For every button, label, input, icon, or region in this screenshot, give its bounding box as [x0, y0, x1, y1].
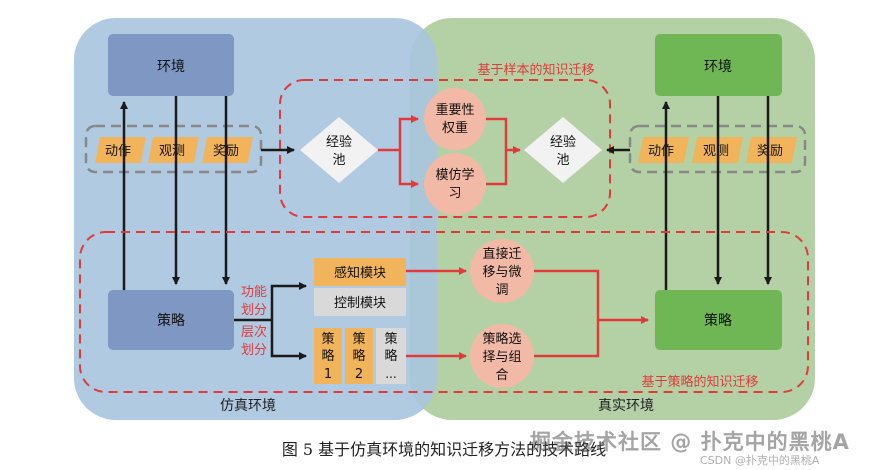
imitation-line2: 习: [448, 186, 461, 201]
sub1-line3: 1: [324, 367, 332, 382]
left-reward-tag: [202, 137, 253, 163]
real-env-label: 真实环境: [598, 398, 654, 414]
left-pool-line1: 经验: [326, 134, 352, 150]
direct-transfer-node: [470, 239, 534, 303]
left-policy-box: [108, 290, 234, 350]
right-pool-line1: 经验: [550, 134, 576, 150]
watermark-csdn: CSDN @扑克中的黑桃A: [700, 454, 820, 467]
left-policy-label: 策略: [157, 312, 185, 329]
importance-line2: 权重: [442, 120, 468, 136]
select-line1: 策略选: [482, 331, 521, 347]
policy-branch-arrows: [406, 267, 649, 360]
control-label: 控制模块: [334, 296, 386, 311]
sub1-line1: 策: [321, 331, 334, 347]
left-experience-pool: [300, 117, 378, 183]
sim-env-label: 仿真环境: [220, 398, 276, 414]
sub3-line3: ...: [385, 367, 396, 381]
hier-split-line1: 层次: [241, 324, 267, 340]
imitation-line1: 模仿学: [435, 167, 474, 183]
imitation-learning-node: [424, 153, 486, 215]
sub-policy-1: [314, 328, 342, 384]
sub2-line3: 2: [355, 367, 363, 382]
sub1-line2: 略: [321, 348, 334, 364]
sub-policy-more: [376, 328, 406, 384]
right-action-label: 动作: [648, 144, 674, 159]
right-policy-box: [655, 290, 782, 350]
sub2-line2: 略: [352, 348, 365, 364]
sample-branch-arrows: [378, 115, 521, 188]
sub3-line2: 略: [384, 348, 397, 364]
left-loop-arrows: [120, 96, 230, 290]
right-experience-pool: [524, 117, 602, 183]
sub-policy-2: [345, 328, 373, 384]
right-loop-arrows: [662, 96, 772, 290]
policy-split-arrows: [234, 282, 307, 360]
direct-line2: 移与微: [482, 265, 521, 280]
perception-label: 感知模块: [334, 265, 386, 281]
hier-split-line2: 划分: [241, 343, 267, 358]
policy-transfer-title: 基于策略的知识迁移: [641, 374, 758, 390]
right-env-box: [655, 34, 782, 96]
func-split-line2: 划分: [241, 303, 267, 318]
importance-line1: 重要性: [435, 102, 474, 118]
left-action-label: 动作: [105, 144, 131, 159]
right-pool-line2: 池: [556, 153, 569, 168]
right-reward-label: 奖励: [757, 144, 783, 159]
sample-transfer-title: 基于样本的知识迁移: [477, 62, 594, 78]
sub3-line1: 策: [384, 331, 397, 347]
select-line3: 合: [495, 368, 508, 383]
right-observe-label: 观测: [703, 144, 729, 159]
select-line2: 择与组: [482, 350, 521, 365]
policy-selection-node: [470, 324, 534, 388]
left-pool-line2: 池: [332, 153, 345, 168]
func-split-line1: 功能: [241, 285, 267, 300]
sub2-line1: 策: [352, 331, 365, 347]
perception-module: [314, 258, 406, 286]
right-policy-label: 策略: [704, 312, 732, 329]
figure-caption: 图 5 基于仿真环境的知识迁移方法的技术路线: [281, 440, 607, 459]
right-env-label: 环境: [704, 59, 732, 75]
left-action-tag: [95, 137, 146, 163]
watermark: 掘金技术社区 @ 扑克中的黑桃A: [530, 430, 850, 454]
policy-transfer-box: [79, 231, 809, 393]
left-observe-label: 观测: [159, 144, 185, 159]
importance-weight-node: [424, 88, 486, 150]
direct-line3: 调: [495, 283, 508, 298]
right-reward-tag: [746, 137, 797, 163]
right-action-tag: [638, 137, 689, 163]
left-observe-tag: [148, 137, 199, 163]
left-env-label: 环境: [157, 59, 185, 75]
control-module: [314, 288, 406, 316]
direct-line1: 直接迁: [482, 246, 521, 262]
left-env-box: [108, 34, 234, 96]
